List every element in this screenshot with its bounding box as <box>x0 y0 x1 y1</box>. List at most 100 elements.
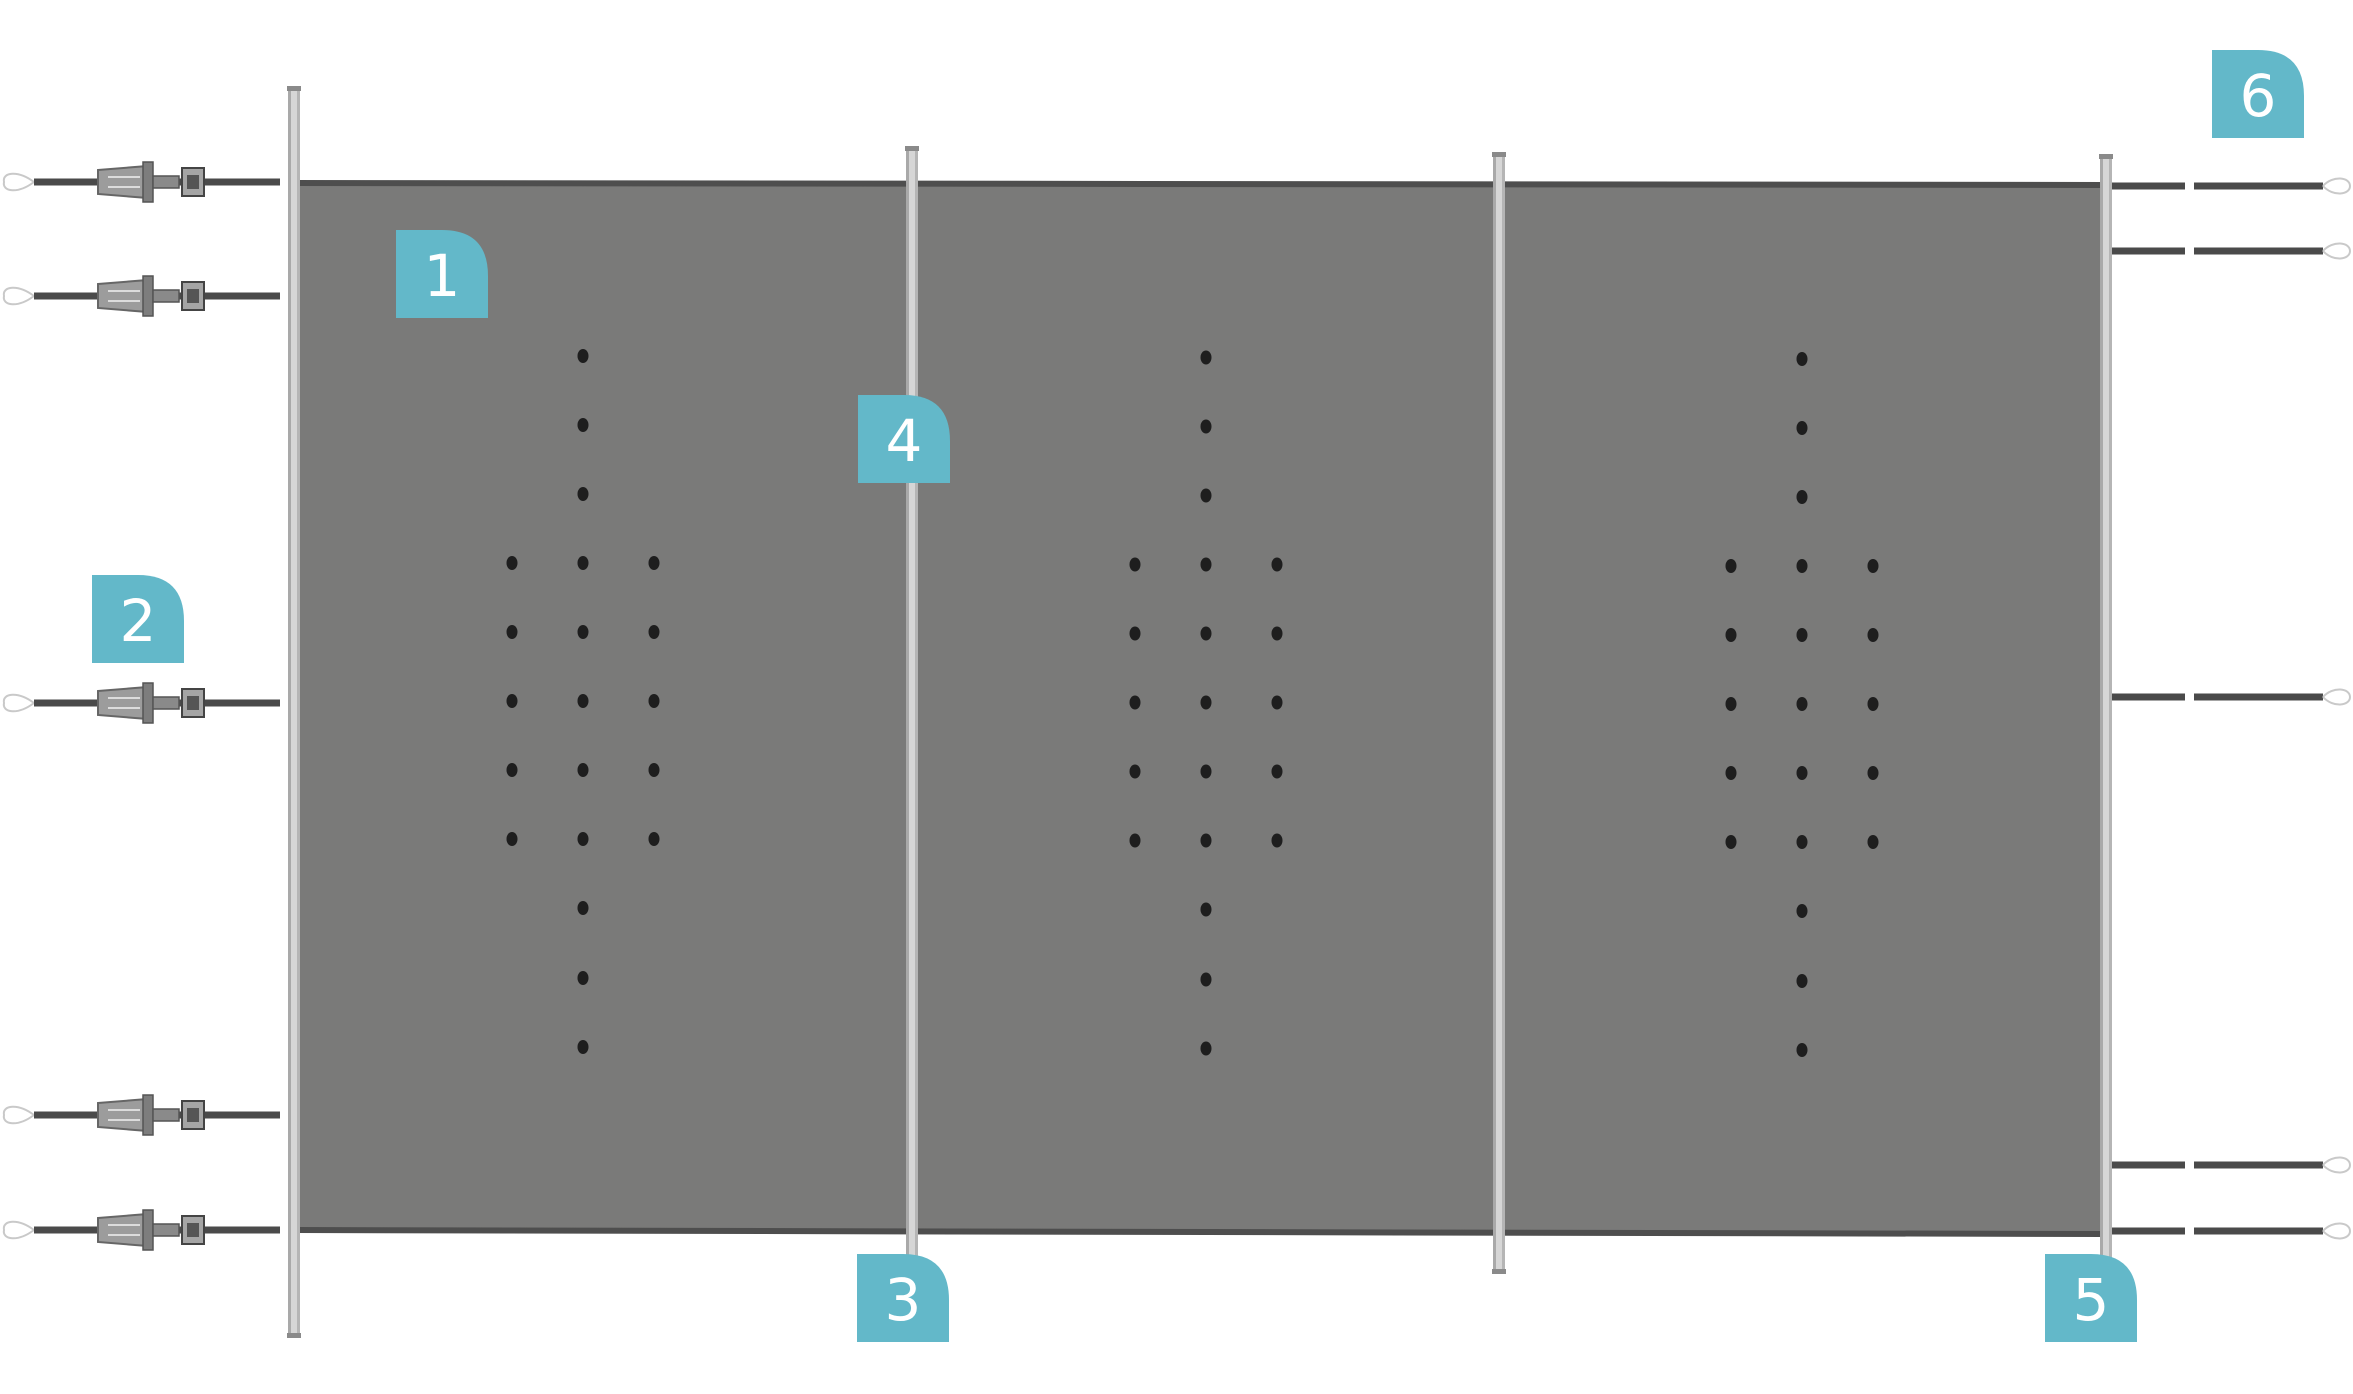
drain-dot <box>1725 835 1737 849</box>
drain-dot <box>1200 350 1212 365</box>
drain-dot <box>1796 904 1808 918</box>
drain-dot <box>1796 766 1808 780</box>
drain-dot <box>577 763 589 777</box>
ground-anchor-icon <box>2 286 35 306</box>
drain-dot <box>1129 833 1141 848</box>
drain-dot <box>1867 697 1879 711</box>
ground-anchor-icon <box>2 1105 35 1125</box>
drain-dot <box>1796 1043 1808 1057</box>
drain-dot <box>1796 835 1808 849</box>
right-straps <box>2110 177 2352 1240</box>
drain-dot <box>1200 488 1212 503</box>
callout-label: 4 <box>886 407 923 475</box>
drain-dot <box>577 625 589 639</box>
drain-dot <box>1271 833 1283 848</box>
left-straps <box>2 161 280 1251</box>
drain-dot <box>1867 766 1879 780</box>
dot-group-1 <box>506 349 660 1054</box>
callout-label: 2 <box>120 587 157 655</box>
right-strap-4 <box>2110 1156 2352 1174</box>
callout-label: 6 <box>2240 62 2277 130</box>
callout-label: 1 <box>424 242 461 310</box>
drain-dot <box>1271 557 1283 572</box>
drainage-dots <box>506 349 1879 1057</box>
drain-dot <box>648 625 660 639</box>
drain-dot <box>577 487 589 501</box>
callout-label: 5 <box>2073 1266 2110 1334</box>
ground-anchor-icon <box>2 1220 35 1240</box>
drain-dot <box>1796 974 1808 988</box>
drain-dot <box>1200 557 1212 572</box>
dot-group-3 <box>1725 352 1879 1057</box>
cover-panel <box>295 182 2103 1234</box>
right-strap-2 <box>2110 242 2352 260</box>
right-strap-5 <box>2110 1222 2352 1240</box>
drain-dot <box>577 694 589 708</box>
left-strap-3 <box>2 682 280 724</box>
drain-dot <box>1129 764 1141 779</box>
drain-dot <box>1200 972 1212 987</box>
drain-dot <box>1867 559 1879 573</box>
right-strap-1 <box>2110 177 2352 195</box>
callout-4: 4 <box>858 395 950 483</box>
ground-anchor-icon <box>2 172 35 192</box>
ground-anchor-icon <box>2322 688 2352 706</box>
drain-dot <box>577 418 589 432</box>
drain-dot <box>577 832 589 846</box>
drain-dot <box>577 901 589 915</box>
drain-dot <box>1271 626 1283 641</box>
ratchet-tensioner-icon <box>97 682 205 724</box>
drain-dot <box>577 971 589 985</box>
end-bar-right <box>2099 154 2113 1270</box>
drain-dot <box>1200 1041 1212 1056</box>
drain-dot <box>1796 490 1808 504</box>
ground-anchor-icon <box>2322 242 2352 260</box>
drain-dot <box>577 349 589 363</box>
drain-dot <box>1725 559 1737 573</box>
drain-dot <box>1725 628 1737 642</box>
drain-dot <box>1725 766 1737 780</box>
callout-2: 2 <box>92 575 184 663</box>
dot-group-2 <box>1129 350 1283 1056</box>
drain-dot <box>1796 421 1808 435</box>
drain-dot <box>1796 628 1808 642</box>
drain-dot <box>1200 833 1212 848</box>
drain-dot <box>1129 557 1141 572</box>
ratchet-tensioner-icon <box>97 161 205 203</box>
drain-dot <box>1867 835 1879 849</box>
drain-dot <box>1796 697 1808 711</box>
end-bar-left <box>287 86 301 1338</box>
drain-dot <box>1200 902 1212 917</box>
drain-dot <box>1796 559 1808 573</box>
support-bar-2 <box>1492 152 1506 1274</box>
drain-dot <box>1129 626 1141 641</box>
left-strap-2 <box>2 275 280 317</box>
drain-dot <box>1200 695 1212 710</box>
ratchet-tensioner-icon <box>97 1209 205 1251</box>
ground-anchor-icon <box>2322 1156 2352 1174</box>
callout-6: 6 <box>2212 50 2304 138</box>
callout-1: 1 <box>396 230 488 318</box>
drain-dot <box>1200 419 1212 434</box>
drain-dot <box>577 556 589 570</box>
left-strap-4 <box>2 1094 280 1136</box>
drain-dot <box>1867 628 1879 642</box>
drain-dot <box>506 556 518 570</box>
drain-dot <box>1200 626 1212 641</box>
cover-top-edge <box>294 180 2104 188</box>
drain-dot <box>648 694 660 708</box>
drain-dot <box>648 832 660 846</box>
drain-dot <box>1271 695 1283 710</box>
drain-dot <box>648 763 660 777</box>
drain-dot <box>1129 695 1141 710</box>
drain-dot <box>506 763 518 777</box>
callout-label: 3 <box>885 1266 922 1334</box>
ground-anchor-icon <box>2322 177 2352 195</box>
ratchet-tensioner-icon <box>97 275 205 317</box>
left-strap-1 <box>2 161 280 203</box>
drain-dot <box>506 694 518 708</box>
drain-dot <box>506 625 518 639</box>
left-strap-5 <box>2 1209 280 1251</box>
callout-3: 3 <box>857 1254 949 1342</box>
